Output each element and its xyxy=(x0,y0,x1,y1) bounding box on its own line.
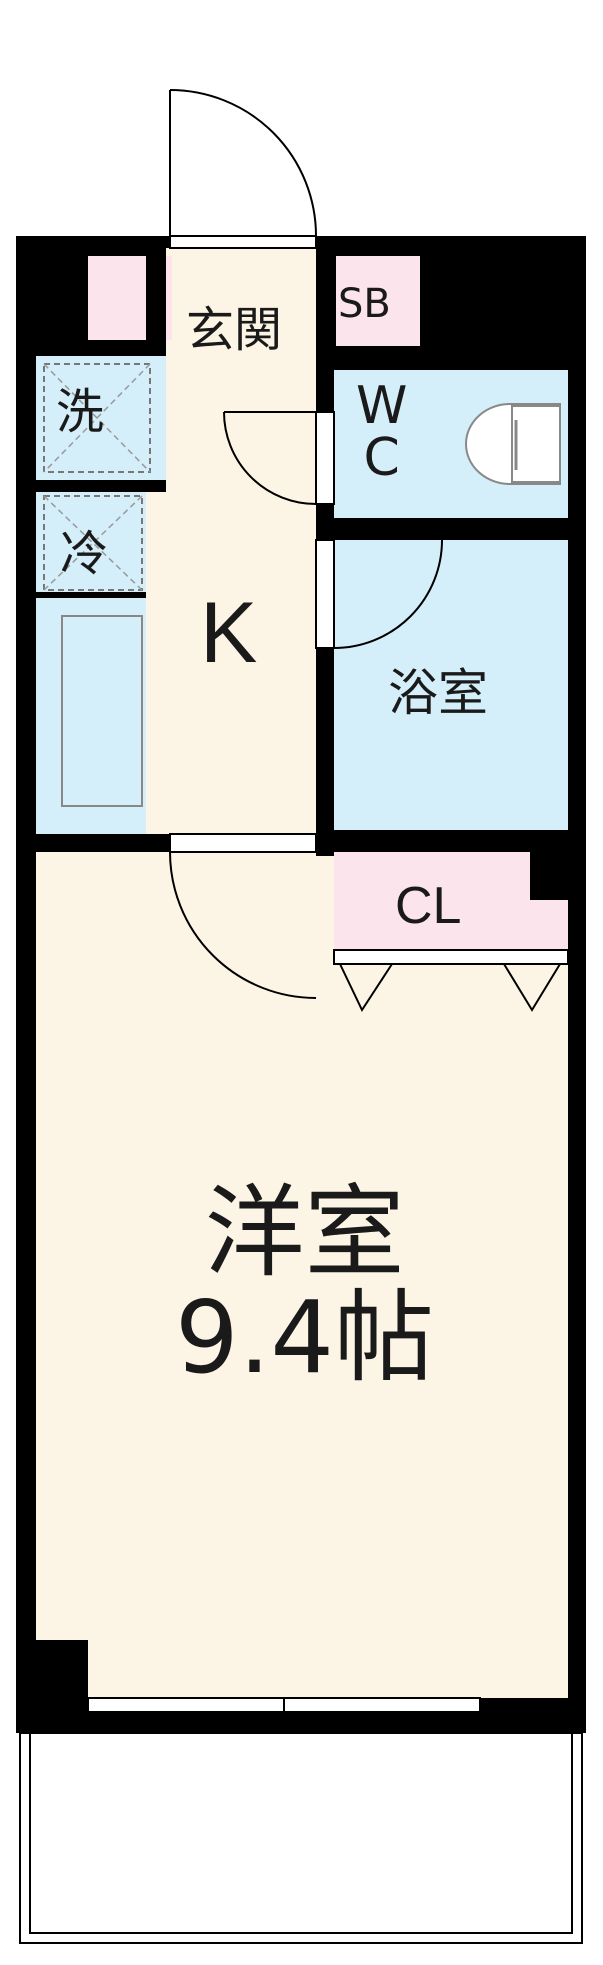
room-door-swing xyxy=(169,851,317,999)
washer-area xyxy=(36,356,166,480)
sink xyxy=(61,615,143,807)
bath-room xyxy=(334,540,568,830)
wc-label-line1: W xyxy=(356,376,408,436)
main-room-corner-pillar xyxy=(36,1640,88,1698)
closet-pillar xyxy=(530,852,568,900)
main-room-floor xyxy=(36,852,568,1698)
closet-label: CL xyxy=(395,877,462,935)
sb-label: SB xyxy=(338,281,391,327)
main-room-label: 洋室 9.4帖 xyxy=(175,1180,434,1390)
bath-label: 浴室 xyxy=(388,664,488,722)
sb-storage xyxy=(336,256,420,346)
kitchen-label: K xyxy=(200,585,258,681)
genkan-floor xyxy=(172,252,316,412)
wc-label-line2: C xyxy=(363,428,400,488)
genkan-label: 玄関 xyxy=(186,302,283,358)
kitchen-counter xyxy=(36,598,146,834)
wc-label: W C xyxy=(356,380,407,484)
main-room-name: 洋室 xyxy=(204,1174,405,1291)
closet xyxy=(334,852,568,950)
main-room-size: 9.4帖 xyxy=(175,1279,435,1396)
washer-label: 洗 xyxy=(56,384,105,440)
fridge-label: 冷 xyxy=(60,526,109,582)
